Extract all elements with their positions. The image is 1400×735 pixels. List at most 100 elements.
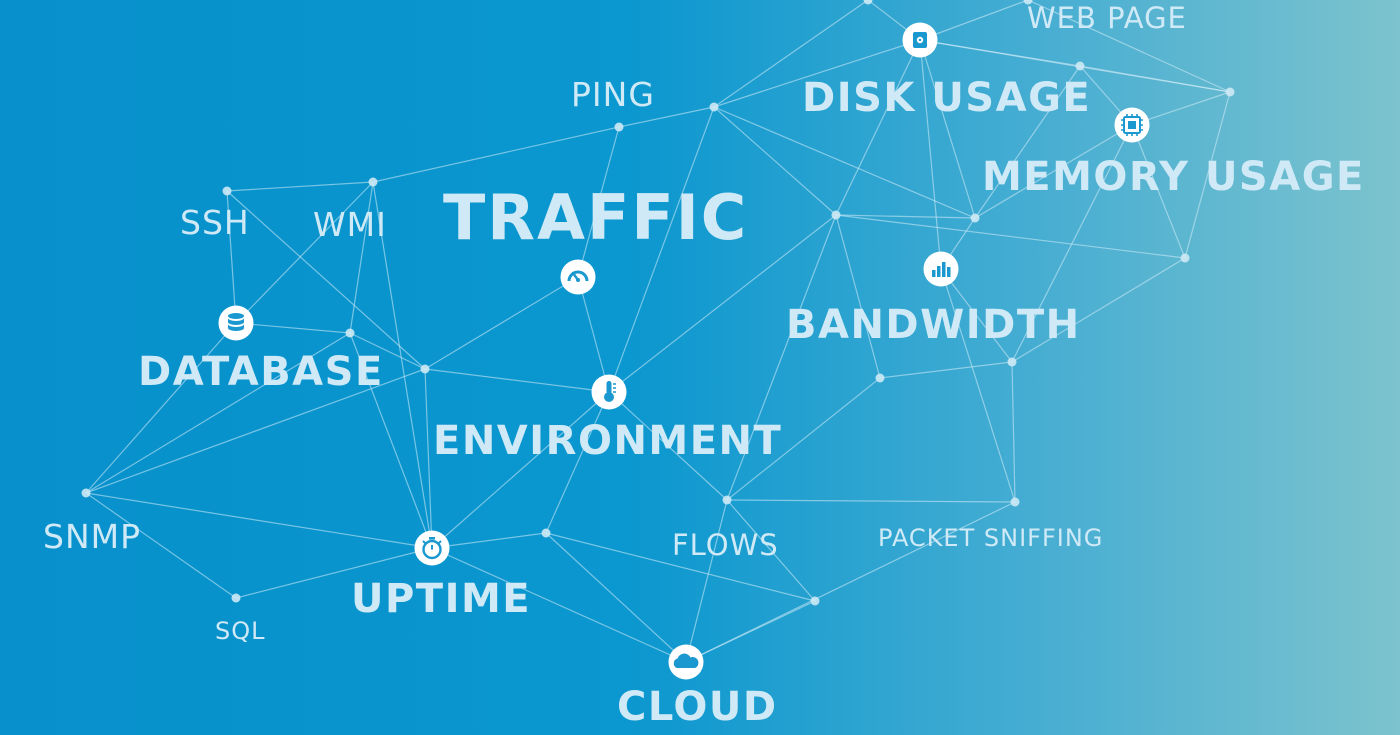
network-edge	[545, 391, 610, 534]
network-edge	[235, 181, 374, 324]
label-disk-usage: DISK USAGE	[802, 75, 1092, 121]
network-edge	[835, 214, 976, 219]
network-edge	[1079, 65, 1231, 93]
network-edge	[424, 276, 579, 370]
network-edge	[726, 377, 881, 501]
network-edge	[431, 391, 610, 549]
network-edge	[85, 492, 433, 549]
network-edge	[608, 214, 837, 393]
network-edge	[940, 268, 1016, 503]
network-edge	[974, 65, 1081, 219]
network-edge	[1184, 91, 1231, 259]
network-edge	[85, 332, 351, 494]
label-sql: SQL	[215, 617, 266, 645]
network-edge	[1011, 257, 1186, 363]
bar-chart-icon	[923, 251, 959, 287]
network-edge	[85, 322, 237, 494]
network-node	[831, 210, 841, 220]
label-cloud: CLOUD	[617, 684, 778, 730]
disk-icon	[902, 22, 938, 58]
network-edge	[726, 499, 816, 602]
label-ssh: SSH	[180, 203, 250, 242]
network-node	[970, 213, 980, 223]
network-node	[420, 364, 430, 374]
network-edge	[431, 547, 687, 663]
label-wmi: WMI	[313, 205, 387, 244]
network-edge	[726, 499, 1016, 503]
network-edge	[685, 501, 1016, 663]
network-edge	[713, 0, 869, 108]
thermometer-icon	[591, 374, 627, 410]
network-node	[863, 0, 873, 5]
network-edge	[608, 391, 728, 501]
label-environment: ENVIRONMENT	[433, 418, 783, 464]
network-edge	[235, 322, 351, 334]
network-edge	[713, 106, 976, 219]
stopwatch-icon	[414, 530, 450, 566]
network-edge	[235, 547, 433, 599]
network-edge	[577, 276, 610, 393]
label-flows: FLOWS	[672, 528, 779, 562]
network-edge	[226, 190, 426, 370]
network-edge	[618, 106, 715, 128]
network-node	[222, 186, 232, 196]
network-edge	[919, 0, 1029, 41]
network-edge	[685, 499, 728, 663]
label-database: DATABASE	[138, 349, 384, 395]
network-node	[1007, 357, 1017, 367]
network-edge	[545, 532, 816, 602]
network-node	[1023, 0, 1033, 5]
network-edge	[431, 532, 547, 549]
network-edge	[349, 332, 426, 370]
network-node	[722, 495, 732, 505]
network-edge	[226, 181, 374, 192]
network-edge	[545, 532, 687, 663]
network-edge	[713, 106, 837, 216]
memory-chip-icon	[1114, 107, 1150, 143]
network-edge	[1011, 361, 1016, 503]
network-edge	[919, 39, 976, 219]
network-node	[875, 373, 885, 383]
network-edge	[349, 181, 374, 334]
network-edge	[919, 39, 942, 270]
network-edge	[685, 600, 816, 663]
network-edge	[424, 368, 610, 393]
network-edge	[1131, 124, 1186, 259]
network-node	[231, 593, 241, 603]
network-edge	[940, 268, 1013, 363]
network-node	[81, 488, 91, 498]
network-edge	[974, 124, 1133, 219]
network-edge	[577, 126, 620, 278]
network-node	[541, 528, 551, 538]
label-packet-sniffing: PACKET SNIFFING	[878, 524, 1104, 552]
label-traffic: TRAFFIC	[443, 181, 749, 254]
network-edge	[835, 214, 881, 379]
network-edge	[835, 39, 921, 216]
network-edge	[85, 492, 237, 599]
network-node	[1225, 87, 1235, 97]
network-node	[1180, 253, 1190, 263]
network-edge	[713, 39, 921, 108]
network-node	[810, 596, 820, 606]
network-node	[1075, 61, 1085, 71]
network-edge	[835, 214, 1186, 259]
network-node	[368, 177, 378, 187]
network-edge	[226, 190, 237, 324]
speedometer-icon	[560, 259, 596, 295]
network-node	[614, 122, 624, 132]
label-web-page: WEB PAGE	[1027, 1, 1187, 35]
network-edge	[424, 368, 433, 549]
network-node	[345, 328, 355, 338]
network-edge	[85, 368, 426, 494]
label-snmp: SNMP	[43, 517, 142, 556]
network-edge	[1027, 0, 1231, 93]
database-icon	[218, 305, 254, 341]
label-ping: PING	[571, 75, 655, 114]
label-memory-usage: MEMORY USAGE	[982, 154, 1365, 200]
network-edge	[879, 361, 1013, 379]
label-bandwidth: BANDWIDTH	[786, 302, 1081, 348]
network-edge	[726, 214, 837, 501]
label-uptime: UPTIME	[351, 576, 532, 622]
